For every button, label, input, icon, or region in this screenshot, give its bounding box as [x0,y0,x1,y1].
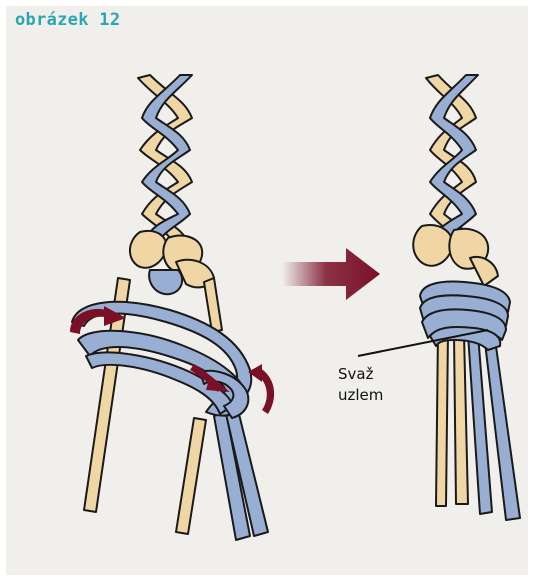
callout-line-1: Svaž [338,364,383,385]
rotate-arrow-icon [248,364,274,414]
right-wrap-knot [420,282,510,350]
direction-arrow-icon [282,248,380,300]
right-braid [413,75,498,286]
knot-callout: Svaž uzlem [338,364,383,406]
left-wrapping-loop [72,302,251,418]
callout-line-2: uzlem [338,385,383,406]
left-braid [130,75,214,294]
right-hanging-cords [436,332,520,520]
